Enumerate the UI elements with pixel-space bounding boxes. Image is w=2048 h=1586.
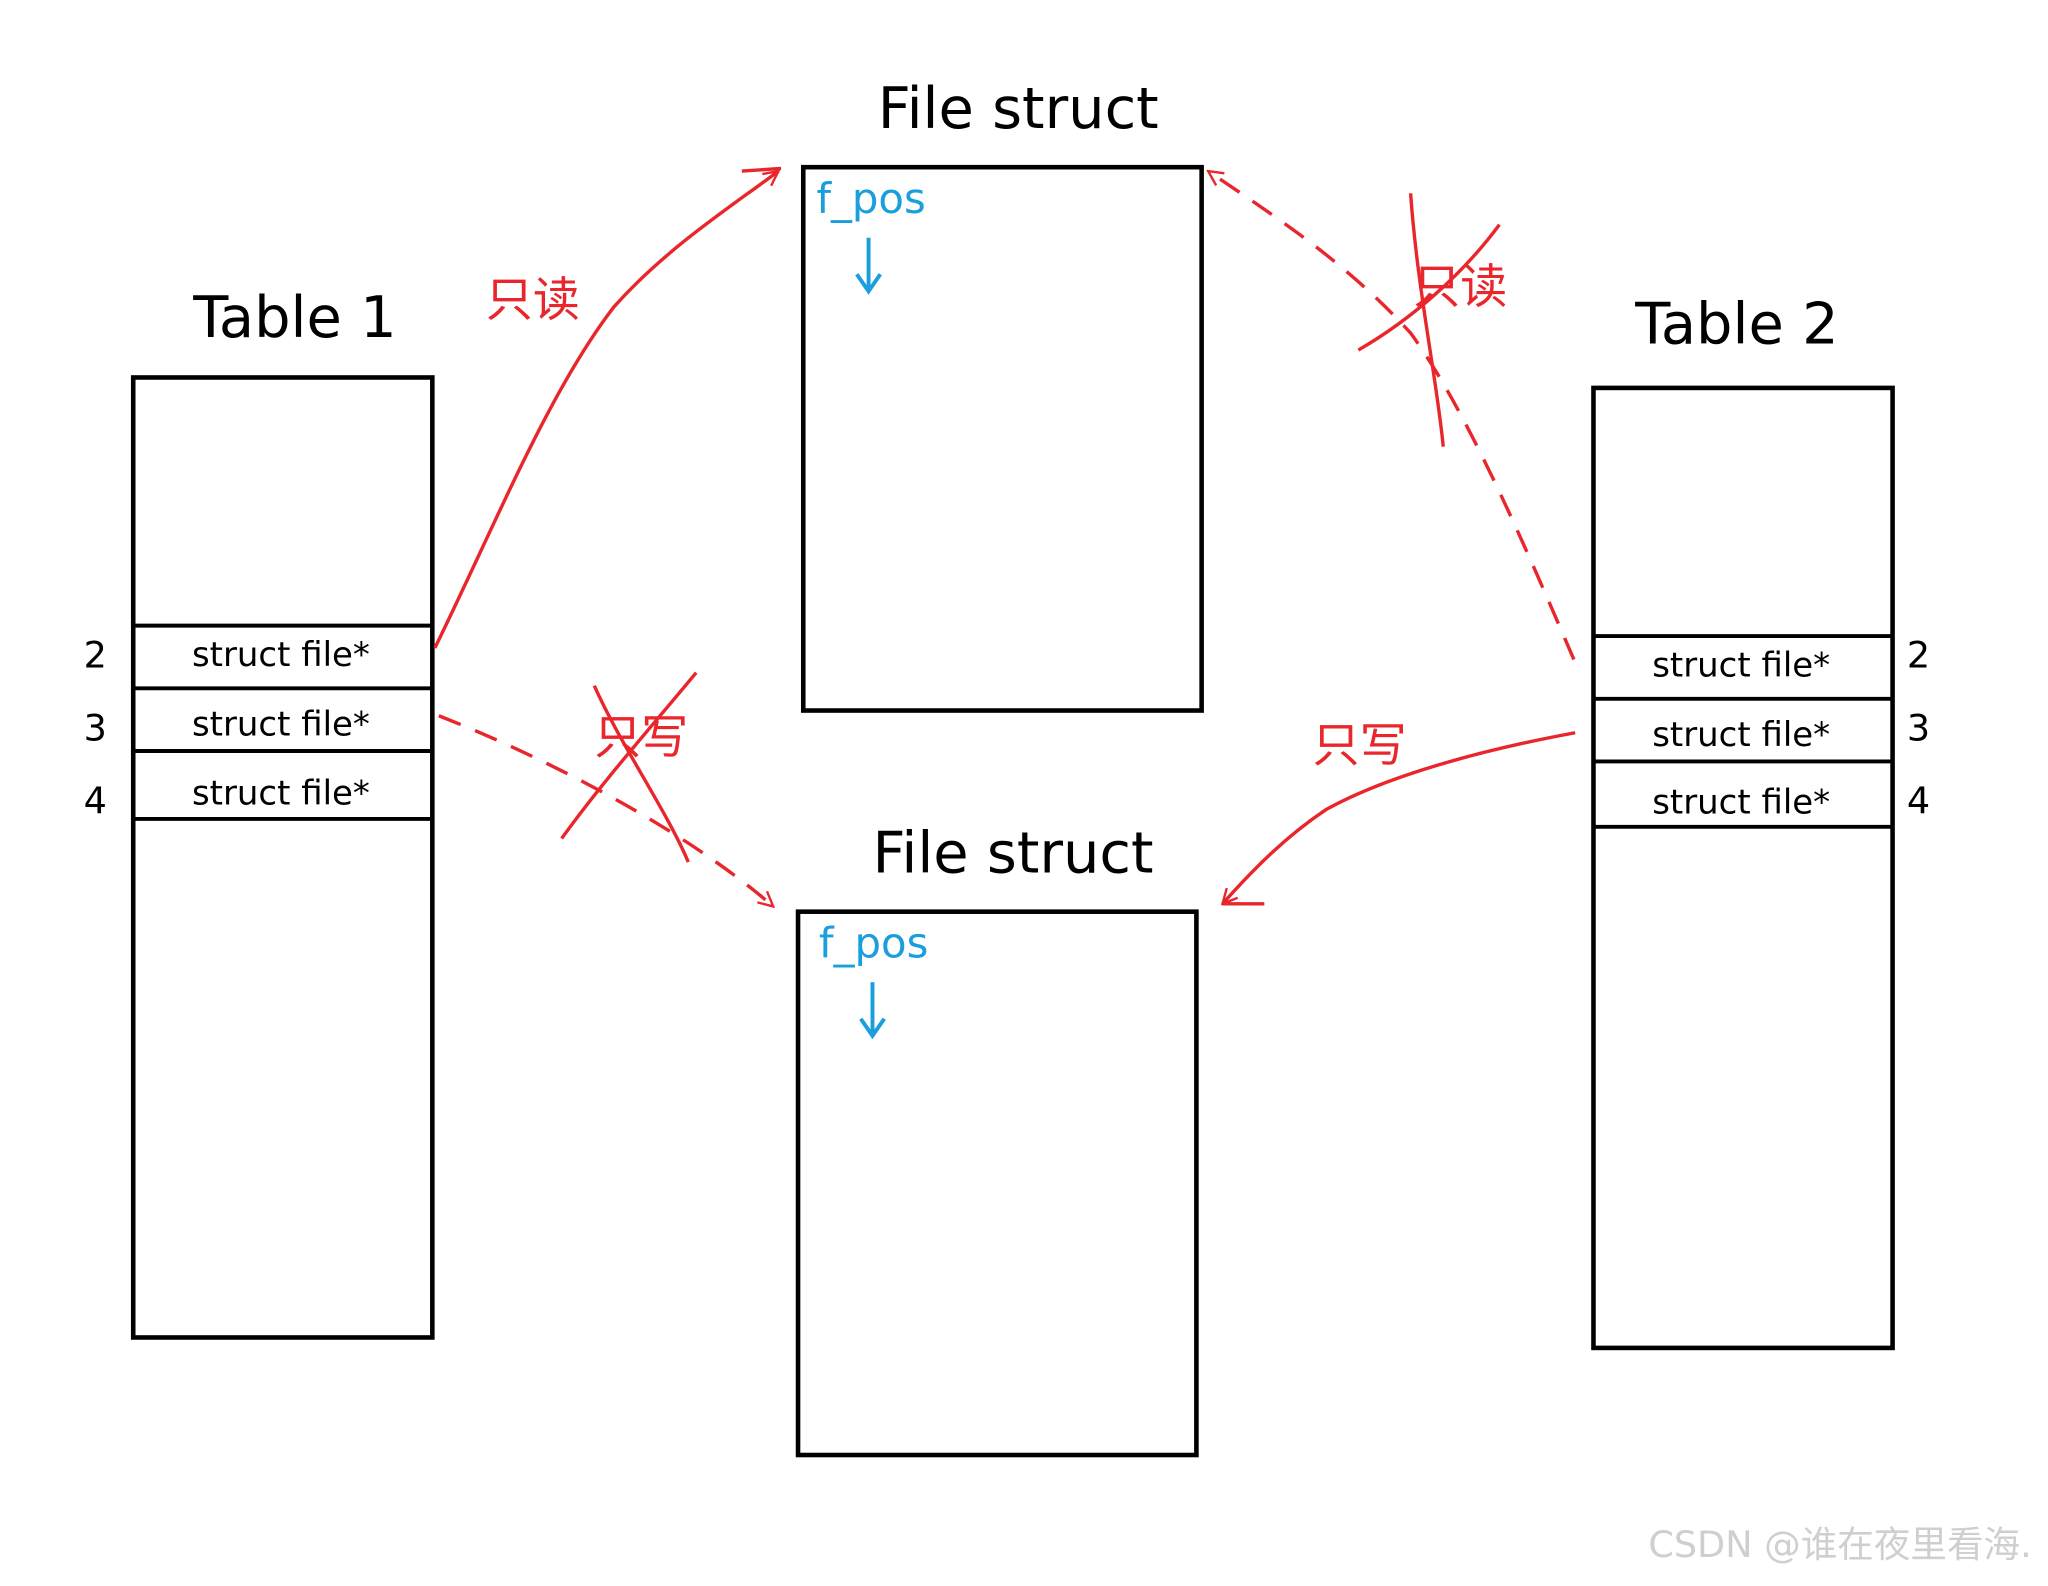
table-1-row-index: 2 bbox=[84, 633, 107, 676]
arrow-t1-write bbox=[438, 714, 773, 907]
file-struct-bottom: File struct f_pos bbox=[795, 819, 1199, 1458]
file-struct-top-frame bbox=[800, 164, 1204, 713]
arrow-t2-read bbox=[1208, 171, 1576, 661]
table-2-row-label: struct file* bbox=[1652, 715, 1830, 755]
label-t1-read: 只读 bbox=[486, 273, 580, 328]
arrow-t1-read bbox=[433, 171, 779, 649]
table-1-title: Table 1 bbox=[192, 284, 396, 351]
file-struct-top: File struct f_pos bbox=[800, 75, 1204, 713]
watermark: CSDN @谁在夜里看海. bbox=[1648, 1523, 2031, 1566]
file-struct-bottom-title: File struct bbox=[872, 819, 1153, 886]
table-2-row-index: 2 bbox=[1907, 633, 1930, 676]
down-arrow-icon bbox=[859, 982, 886, 1040]
file-struct-top-title: File struct bbox=[878, 75, 1159, 142]
table-2-row-index: 4 bbox=[1907, 780, 1930, 823]
table-1-row-index: 3 bbox=[84, 707, 107, 750]
file-struct-bottom-fpos: f_pos bbox=[819, 918, 928, 967]
label-t2-write: 只写 bbox=[1313, 718, 1407, 773]
table-1-row-label: struct file* bbox=[192, 774, 370, 814]
arrow-t2-write bbox=[1223, 731, 1576, 904]
table-1-row-label: struct file* bbox=[192, 704, 370, 744]
cross-out-mark bbox=[560, 671, 698, 863]
file-struct-top-fpos: f_pos bbox=[816, 174, 925, 223]
table-2-frame bbox=[1591, 385, 1895, 1351]
table-2-row-label: struct file* bbox=[1652, 783, 1830, 823]
table-2-row-label: struct file* bbox=[1652, 646, 1830, 686]
down-arrow-icon bbox=[855, 237, 882, 295]
file-struct-bottom-frame bbox=[795, 909, 1199, 1458]
arrowhead-extra bbox=[741, 166, 782, 173]
table-2-row-index: 3 bbox=[1907, 707, 1930, 750]
table-1-row-index: 4 bbox=[84, 780, 107, 823]
table-2-title: Table 2 bbox=[1634, 291, 1838, 358]
table-1: Table 1 2 struct file* 3 struct file* 4 … bbox=[84, 284, 435, 1340]
table-1-row-label: struct file* bbox=[192, 635, 370, 675]
table-1-frame bbox=[130, 375, 435, 1340]
cross-out-mark bbox=[1357, 193, 1501, 447]
table-2: Table 2 2 struct file* 3 struct file* 4 … bbox=[1591, 291, 1930, 1351]
